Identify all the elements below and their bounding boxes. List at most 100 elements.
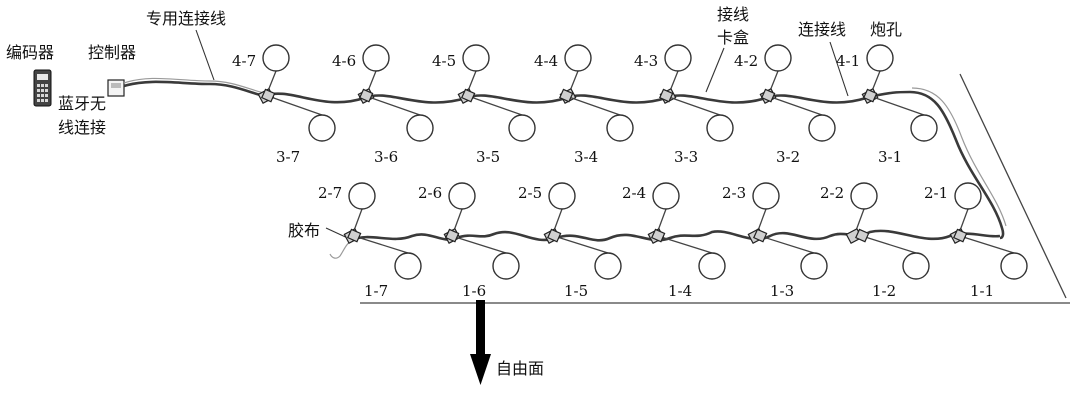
- blast-hole-3-3: 3-3: [659, 88, 734, 166]
- free-face-label: 自由面: [496, 359, 544, 378]
- blast-hole-3-7: 3-7: [261, 88, 336, 166]
- hole-circle-3-2: [808, 114, 836, 142]
- blast-hole-1-2: 1-2: [855, 228, 930, 300]
- hole-circle-2-1: [954, 182, 982, 210]
- blast-hole-2-7: 2-7: [318, 182, 376, 245]
- return-connecting-wire-outline: [911, 87, 1007, 227]
- encoder-device: [33, 69, 52, 107]
- free-face-arrow: [470, 300, 491, 385]
- hole-lead-1-3: [759, 235, 815, 254]
- hole-circle-2-3: [752, 182, 780, 210]
- hole-circle-4-4: [564, 44, 592, 72]
- controller-label: 控制器: [88, 43, 136, 62]
- hole-circle-1-5: [594, 252, 622, 280]
- hole-label-1-1: 1-1: [970, 282, 994, 300]
- hole-circle-3-3: [706, 114, 734, 142]
- junction-box-1-4: [651, 228, 666, 243]
- special-cable: [123, 80, 265, 98]
- hole-circle-1-2: [902, 252, 930, 280]
- junction-box-1-3: [753, 228, 768, 243]
- junction-box-1-6: [445, 228, 460, 243]
- blast-hole-3-2: 3-2: [761, 88, 836, 166]
- blast-hole-4-4: 4-4: [534, 44, 592, 105]
- hole-circle-1-7: [394, 252, 422, 280]
- blast-hole-3-1: 3-1: [863, 88, 938, 166]
- blast-hole-1-4: 1-4: [651, 228, 726, 300]
- hole-label-4-4: 4-4: [534, 52, 558, 70]
- hole-label-2-4: 2-4: [622, 184, 646, 202]
- hole-label-1-6: 1-6: [462, 282, 486, 300]
- hole-circle-4-7: [262, 44, 290, 72]
- hole-lead-3-7: [267, 95, 323, 116]
- hole-label-4-5: 4-5: [432, 52, 456, 70]
- hole-label-1-7: 1-7: [364, 282, 388, 300]
- blast-hole-label: 炮孔: [870, 20, 902, 39]
- hole-circle-2-6: [448, 182, 476, 210]
- hole-lead-3-6: [365, 95, 421, 116]
- hole-lead-3-5: [467, 95, 523, 116]
- hole-lead-3-3: [665, 95, 721, 116]
- hole-lead-1-7: [353, 235, 409, 254]
- junction-box-1-1: [953, 228, 968, 243]
- special-cable-outline: [123, 77, 265, 94]
- hole-circle-1-3: [800, 252, 828, 280]
- encoder-label: 编码器: [6, 43, 54, 62]
- junction-box-label-line1: 接线: [717, 5, 749, 24]
- return-connecting-wire: [909, 90, 1005, 240]
- junction-box-3-6: [359, 88, 374, 103]
- tape-tail: [329, 239, 353, 259]
- hole-label-2-1: 2-1: [924, 184, 948, 202]
- hole-lead-1-2: [861, 235, 917, 254]
- hole-circle-2-7: [348, 182, 376, 210]
- hole-lead-1-1: [959, 235, 1015, 254]
- hole-label-3-7: 3-7: [276, 148, 300, 166]
- hole-circle-2-2: [850, 182, 878, 210]
- hole-label-3-5: 3-5: [476, 148, 500, 166]
- controller-device: [107, 79, 125, 97]
- hole-label-4-6: 4-6: [332, 52, 356, 70]
- junction-box-1-5: [547, 228, 562, 243]
- junction-box-3-5: [461, 88, 476, 103]
- hole-circle-1-1: [1000, 252, 1028, 280]
- blast-hole-1-1: 1-1: [953, 228, 1028, 300]
- hole-circle-3-5: [508, 114, 536, 142]
- hole-label-2-7: 2-7: [318, 184, 342, 202]
- blast-hole-3-6: 3-6: [359, 88, 434, 166]
- junction-box-3-1: [863, 88, 878, 103]
- junction-box-1-2: [855, 228, 870, 243]
- hole-label-1-3: 1-3: [770, 282, 794, 300]
- hole-circle-2-5: [548, 182, 576, 210]
- hole-circle-3-7: [308, 114, 336, 142]
- tape-label: 胶布: [288, 221, 320, 240]
- hole-circle-4-6: [362, 44, 390, 72]
- hole-label-4-3: 4-3: [634, 52, 658, 70]
- hole-circle-4-3: [664, 44, 692, 72]
- hole-circle-3-1: [910, 114, 938, 142]
- hole-lead-3-2: [767, 95, 823, 116]
- hole-label-4-2: 4-2: [734, 52, 758, 70]
- hole-label-3-2: 3-2: [776, 148, 800, 166]
- hole-label-3-4: 3-4: [574, 148, 598, 166]
- junction-box-3-4: [559, 88, 574, 103]
- hole-circle-4-5: [462, 44, 490, 72]
- blast-hole-1-5: 1-5: [547, 228, 622, 300]
- hole-label-1-2: 1-2: [872, 282, 896, 300]
- hole-lead-3-4: [565, 95, 621, 116]
- hole-lead-1-5: [553, 235, 609, 254]
- hole-label-2-6: 2-6: [418, 184, 442, 202]
- bluetooth-label-line1: 蓝牙无: [58, 94, 106, 113]
- blast-hole-3-5: 3-5: [461, 88, 536, 166]
- hole-circle-3-4: [606, 114, 634, 142]
- blast-hole-1-6: 1-6: [445, 228, 520, 300]
- junction-box-3-7: [261, 88, 276, 103]
- special-cable-leader: [195, 29, 215, 81]
- bluetooth-label-line2: 线连接: [58, 118, 106, 137]
- junction-box-3-3: [659, 88, 674, 103]
- hole-lead-1-4: [657, 235, 713, 254]
- blast-hole-2-2: 2-2: [820, 182, 878, 245]
- hole-label-4-7: 4-7: [232, 52, 256, 70]
- hole-circle-1-4: [698, 252, 726, 280]
- hole-circle-4-1: [866, 44, 894, 72]
- bench-edge-line: [959, 73, 1067, 299]
